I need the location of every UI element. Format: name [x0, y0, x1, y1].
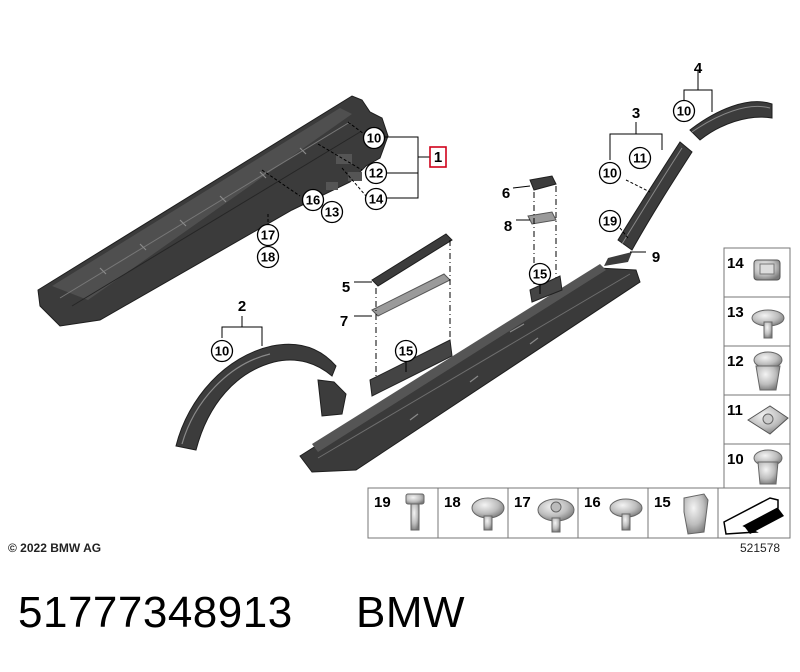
legend-bottom-number: 15 — [654, 494, 671, 511]
part-label-text: 9 — [652, 249, 660, 266]
part-label-text: 7 — [340, 313, 348, 330]
fastener-19-icon — [405, 493, 425, 531]
legend-right-number: 12 — [727, 353, 744, 370]
assembly-lines — [375, 186, 557, 392]
callout-label: 18 — [261, 250, 275, 265]
legend-bottom — [367, 487, 791, 539]
callout-11: 11 — [628, 146, 652, 170]
part-label-8: 8 — [504, 218, 512, 235]
leaders-part-3 — [609, 122, 663, 239]
callout-17: 17 — [256, 223, 280, 247]
callout-label: 14 — [369, 192, 384, 207]
leaders-parts-5-8 — [354, 185, 531, 317]
callout-19: 19 — [598, 209, 622, 233]
leaders-part-2 — [221, 316, 263, 346]
callout-label: 11 — [633, 151, 647, 166]
fastener-16-icon — [609, 498, 643, 531]
brand-name: BMW — [356, 588, 466, 637]
part-label-4: 4 — [694, 60, 703, 77]
leaders-part-1 — [261, 121, 430, 228]
fastener-13-icon — [751, 309, 785, 339]
fastener-15-icon — [683, 493, 709, 535]
part-label-text: 5 — [342, 279, 350, 296]
part-label-text: 1 — [434, 149, 442, 166]
legend-bottom-number: 17 — [514, 494, 531, 511]
fastener-12-icon — [753, 351, 783, 391]
legend-bottom-number: 16 — [584, 494, 601, 511]
callout-label: 17 — [261, 228, 275, 243]
direction-arrow-icon — [723, 497, 784, 535]
part-label-9: 9 — [652, 249, 660, 266]
legend-right-number: 11 — [727, 402, 743, 419]
callout-label: 19 — [603, 214, 617, 229]
callout-15: 15 — [394, 339, 418, 363]
legend-bottom-number: 19 — [374, 494, 391, 511]
part-label-text: 8 — [504, 218, 512, 235]
part-label-text: 3 — [632, 105, 640, 122]
wheel-arch-front — [175, 343, 347, 451]
callout-18: 18 — [256, 245, 280, 269]
legend-right-number: 13 — [727, 304, 744, 321]
leaders-part-4 — [683, 70, 713, 112]
callout-10: 10 — [598, 161, 622, 185]
callout-10: 10 — [672, 99, 696, 123]
fastener-10-icon — [753, 449, 783, 485]
plate-8 — [527, 211, 557, 225]
legend-bottom-number: 18 — [444, 494, 461, 511]
wheel-arch-rear — [689, 101, 773, 141]
fastener-11-icon — [747, 405, 789, 435]
part-label-2: 2 — [238, 298, 246, 315]
part-label-5: 5 — [342, 279, 350, 296]
legend-right — [723, 247, 791, 495]
part-label-3: 3 — [632, 105, 640, 122]
fastener-17-icon — [537, 498, 575, 533]
cover-6 — [529, 175, 557, 191]
callout-13: 13 — [320, 200, 344, 224]
callout-label: 15 — [399, 344, 413, 359]
part-number: 51777348913 — [18, 588, 293, 637]
part-label-1: 1 — [429, 146, 447, 168]
callout-16: 16 — [301, 188, 325, 212]
part-label-text: 4 — [694, 60, 703, 77]
callout-label: 10 — [603, 166, 617, 181]
side-skirt-lower — [299, 264, 641, 473]
part-label-text: 2 — [238, 298, 246, 315]
callout-10: 10 — [362, 126, 386, 150]
callout-label: 16 — [306, 193, 320, 208]
legend-right-number: 10 — [727, 451, 744, 468]
diagram-number: 521578 — [740, 541, 781, 555]
part-label-7: 7 — [340, 313, 348, 330]
part-label-text: 6 — [502, 185, 510, 202]
callout-label: 10 — [215, 344, 229, 359]
fastener-18-icon — [471, 497, 505, 531]
trim-strip-5 — [371, 233, 453, 287]
callout-label: 10 — [367, 131, 381, 146]
leaders-lower — [405, 284, 541, 372]
callout-label: 15 — [533, 267, 547, 282]
part-label-6: 6 — [502, 185, 510, 202]
small-trim-piece — [604, 251, 646, 266]
callout-label: 13 — [325, 205, 339, 220]
callout-12: 12 — [364, 161, 388, 185]
callout-15: 15 — [528, 262, 552, 286]
callout-10: 10 — [210, 339, 234, 363]
legend-right-number: 14 — [727, 255, 744, 272]
wheel-arch-rear-trim — [617, 141, 693, 251]
callout-label: 12 — [369, 166, 383, 181]
callout-label: 10 — [677, 104, 691, 119]
fastener-14-icon — [753, 259, 781, 281]
callout-14: 14 — [364, 187, 388, 211]
copyright-notice: © 2022 BMW AG — [8, 541, 102, 555]
